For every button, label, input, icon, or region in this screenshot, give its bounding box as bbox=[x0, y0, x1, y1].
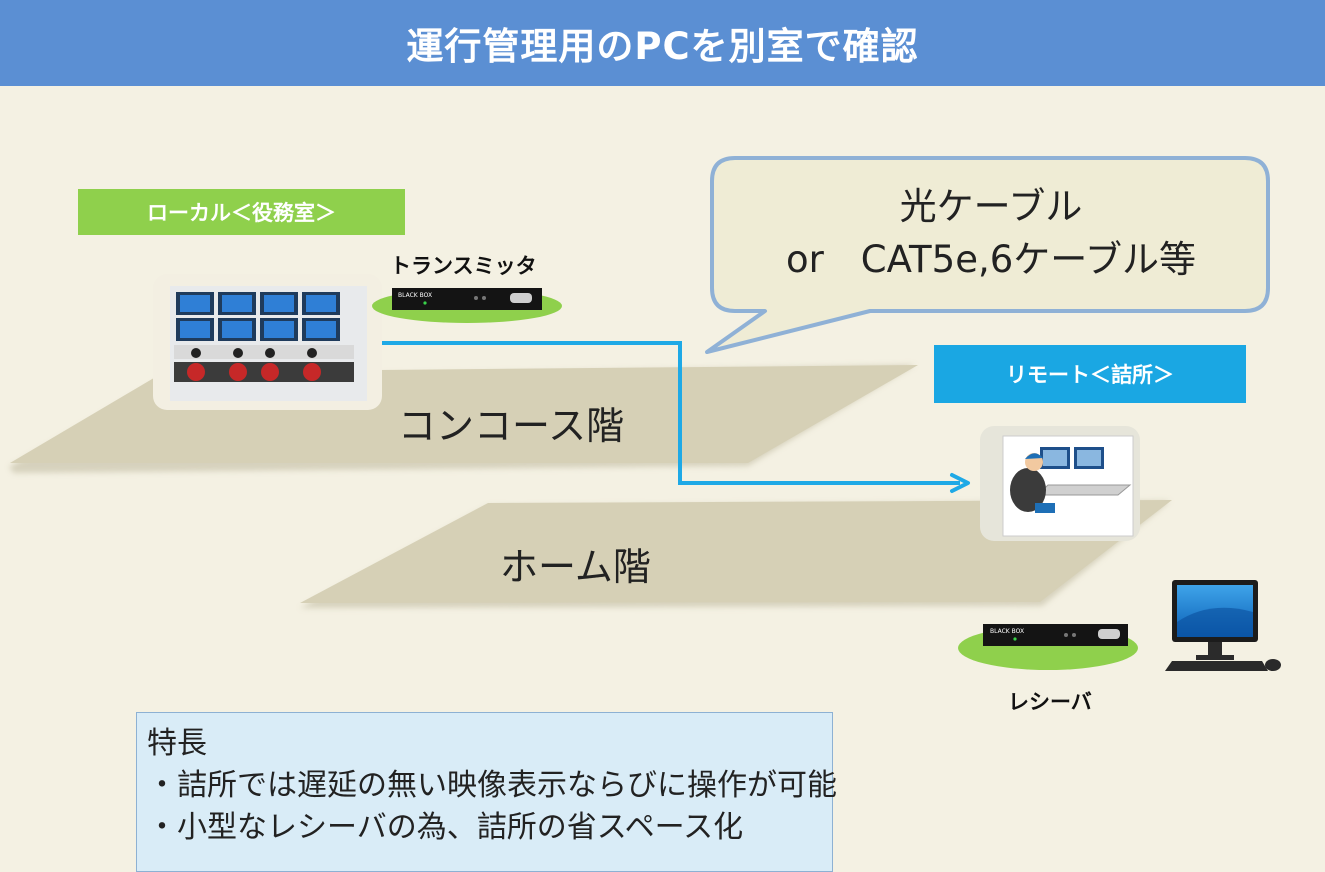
transmitter-brand: BLACK BOX bbox=[398, 292, 432, 299]
cable-callout-text: 光ケーブル or CAT5e,6ケーブル等 bbox=[716, 180, 1266, 286]
concourse-floor-label: コンコース階 bbox=[398, 404, 625, 448]
cable-callout-line2: or CAT5e,6ケーブル等 bbox=[785, 238, 1197, 281]
cable-callout-line1: 光ケーブル bbox=[899, 185, 1083, 228]
cable-line bbox=[380, 341, 960, 485]
transmitter-device: BLACK BOX bbox=[372, 288, 562, 323]
title-bar: 運行管理用のPCを別室で確認 bbox=[0, 0, 1325, 86]
home-floor-label: ホーム階 bbox=[500, 545, 651, 589]
local-room-label: ローカル＜役務室＞ bbox=[78, 189, 405, 235]
features-box: 特長 ・詰所では遅延の無い映像表示ならびに操作が可能 ・小型なレシーバの為、詰所… bbox=[136, 712, 837, 872]
receiver-caption: レシーバ bbox=[1008, 690, 1092, 714]
pc-monitor-icon bbox=[1165, 580, 1281, 671]
remote-room-label: リモート＜詰所＞ bbox=[934, 345, 1246, 403]
features-heading: 特長 bbox=[147, 726, 207, 761]
control-room-image bbox=[153, 274, 382, 410]
cable-callout bbox=[705, 156, 1270, 354]
page-title: 運行管理用のPCを別室で確認 bbox=[406, 25, 919, 68]
features-item: ・小型なレシーバの為、詰所の省スペース化 bbox=[147, 810, 744, 845]
receiver-device: BLACK BOX bbox=[958, 624, 1138, 670]
remote-office-image bbox=[980, 426, 1140, 541]
transmitter-caption: トランスミッタ bbox=[390, 254, 537, 278]
receiver-brand: BLACK BOX bbox=[990, 628, 1024, 635]
features-item: ・詰所では遅延の無い映像表示ならびに操作が可能 bbox=[147, 768, 837, 803]
home-floor bbox=[300, 500, 1172, 608]
cable-arrowhead bbox=[950, 473, 970, 493]
